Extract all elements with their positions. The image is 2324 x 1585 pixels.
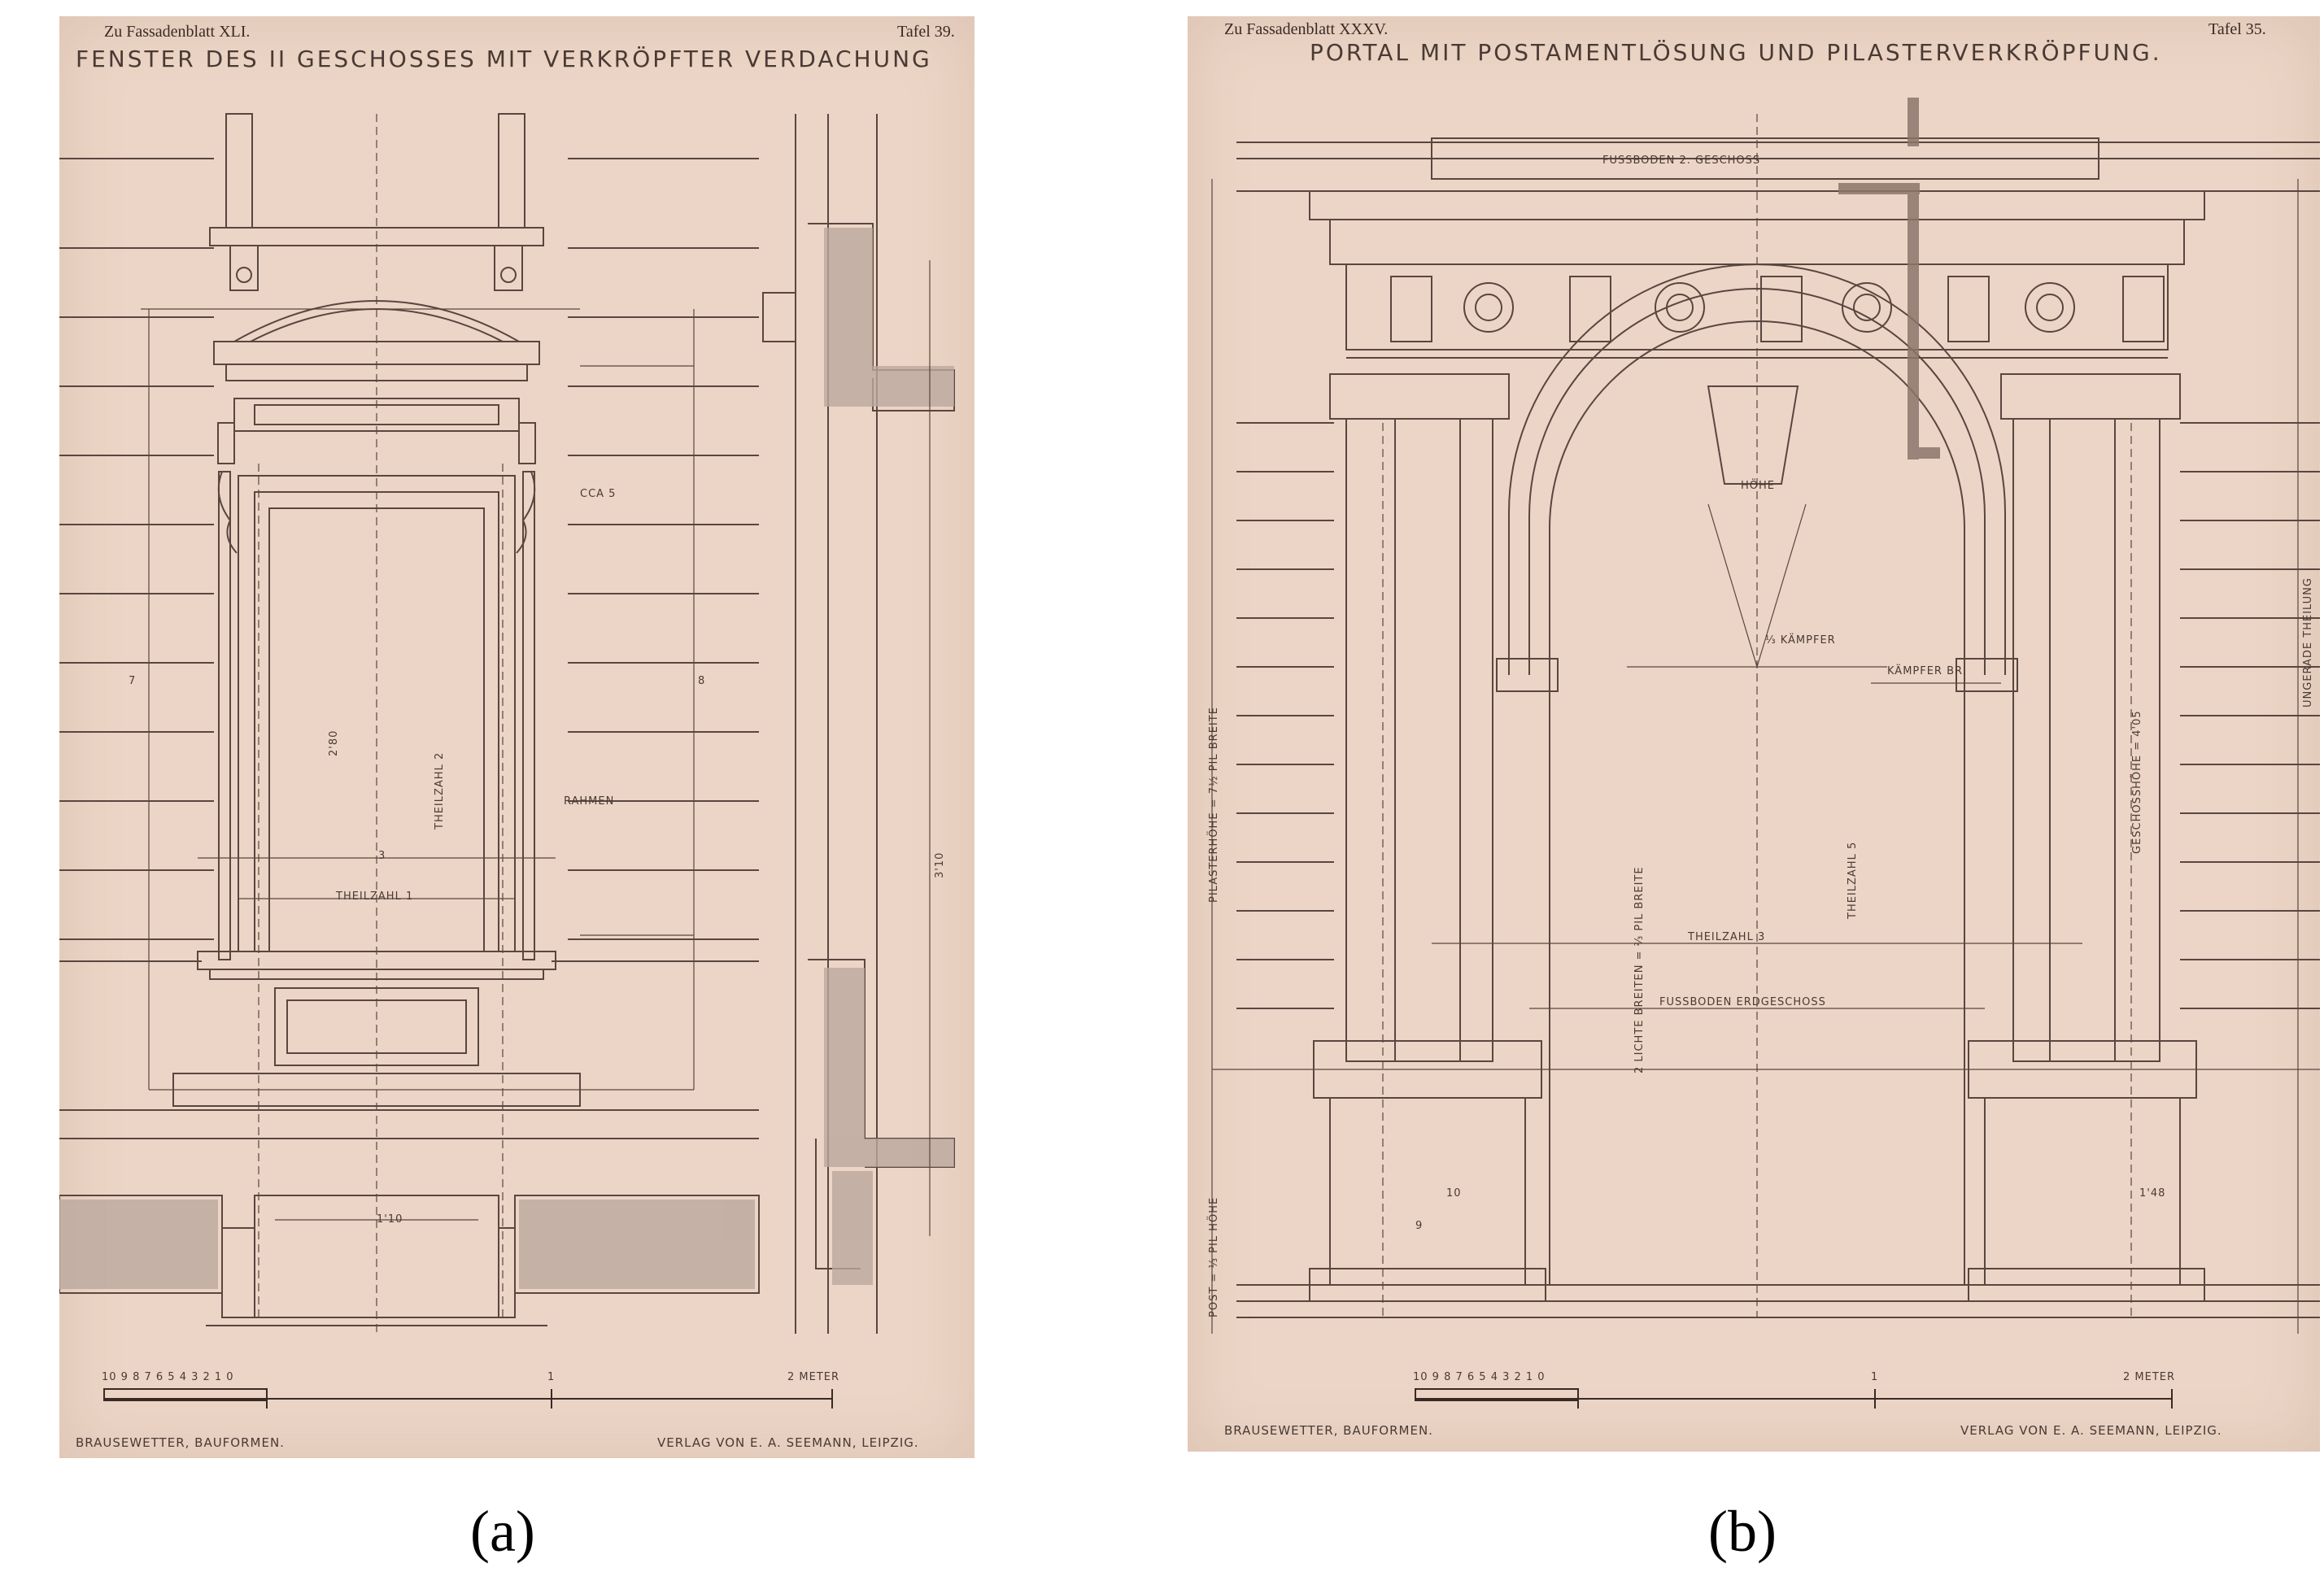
dim-9: 9 [1415,1220,1424,1232]
dim-8: 8 [698,675,706,687]
dim-teilzahl-5: THEILZAHL 5 [1847,841,1859,919]
plate-b-footer-right: VERLAG VON E. A. SEEMANN, LEIPZIG. [1960,1423,2222,1438]
dim-310: 3'10 [934,851,946,878]
plate-b-scale-ticks: 10 9 8 7 6 5 4 3 2 1 0 [1413,1371,1546,1383]
plate-a-scale-label: 2 METER [787,1371,840,1383]
plate-b: Zu Fassadenblatt XXXV. Tafel 35. PORTAL … [1188,16,2320,1452]
plate-a-drawing [59,113,955,1409]
dim-teilzahl-1: THEILZAHL 1 [336,890,414,903]
dim-ungerade: UNGERADE THEILUNG [2302,577,2314,708]
dim-teilzahl-2: THEILZAHL 2 [434,751,446,830]
plate-a-title: FENSTER DES II GESCHOSSES MIT VERKRÖPFTE… [76,46,932,72]
rustication-right [2180,422,2320,1009]
plate-a-scale-mid: 1 [547,1371,556,1383]
plate-b-drawing [1211,98,2320,1409]
dim-148: 1'48 [2139,1187,2166,1200]
plate-a-header-right: Tafel 39. [897,23,955,41]
dim-lichte: 2 LICHTE BREITEN = ⅔ PIL BREITE [1633,866,1646,1073]
dim-ca5: CCA 5 [580,488,617,500]
plate-b-header-right: Tafel 35. [2208,20,2266,38]
dim-teilzahl-3: THEILZAHL 3 [1688,931,1766,943]
dim-geschosshoehe: GESCHOSSHÖHE = 4'05 [2131,710,2143,854]
dim-7: 7 [129,675,137,687]
dim-rahmen: RAHMEN [564,795,615,808]
plate-a-footer-left: BRAUSEWETTER, BAUFORMEN. [76,1435,285,1450]
dim-hoehe: HÖHE [1741,480,1775,492]
plate-a: Zu Fassadenblatt XLI. Tafel 39. FENSTER … [59,16,975,1458]
plate-b-scale-mid: 1 [1871,1371,1879,1383]
dim-kaempfer: ⅓ KÄMPFER [1765,634,1836,647]
caption-b: (b) [1708,1499,1777,1564]
caption-a: (a) [470,1499,535,1564]
dim-3: 3 [378,850,386,862]
rustication-left [1236,422,1334,1009]
ashlar-courses-left [59,158,214,940]
ashlar-courses-right [568,158,759,940]
plate-b-scale-label: 2 METER [2123,1371,2176,1383]
dim-110: 1'10 [377,1213,403,1226]
dim-post: POST = ⅓ PIL HÖHE [1208,1196,1220,1317]
plate-b-footer-left: BRAUSEWETTER, BAUFORMEN. [1224,1423,1433,1438]
dim-fussboden-2: FUSSBODEN 2. GESCHOSS [1602,155,1761,167]
dim-fussboden-erd: FUSSBODEN ERDGESCHOSS [1659,996,1826,1008]
plate-b-title: PORTAL MIT POSTAMENTLÖSUNG UND PILASTERV… [1310,39,2162,66]
dim-280: 2'80 [328,729,340,756]
plate-a-header-left: Zu Fassadenblatt XLI. [104,23,251,41]
plate-b-header-left: Zu Fassadenblatt XXXV. [1224,20,1389,38]
dim-10: 10 [1446,1187,1462,1200]
plate-a-scale-ticks: 10 9 8 7 6 5 4 3 2 1 0 [102,1371,234,1383]
dim-pilasterhoehe: PILASTERHÖHE = 7½ PIL BREITE [1208,707,1220,903]
dim-kaempfer-br: KÄMPFER BR. [1887,665,1967,677]
plate-a-footer-right: VERLAG VON E. A. SEEMANN, LEIPZIG. [657,1435,919,1450]
